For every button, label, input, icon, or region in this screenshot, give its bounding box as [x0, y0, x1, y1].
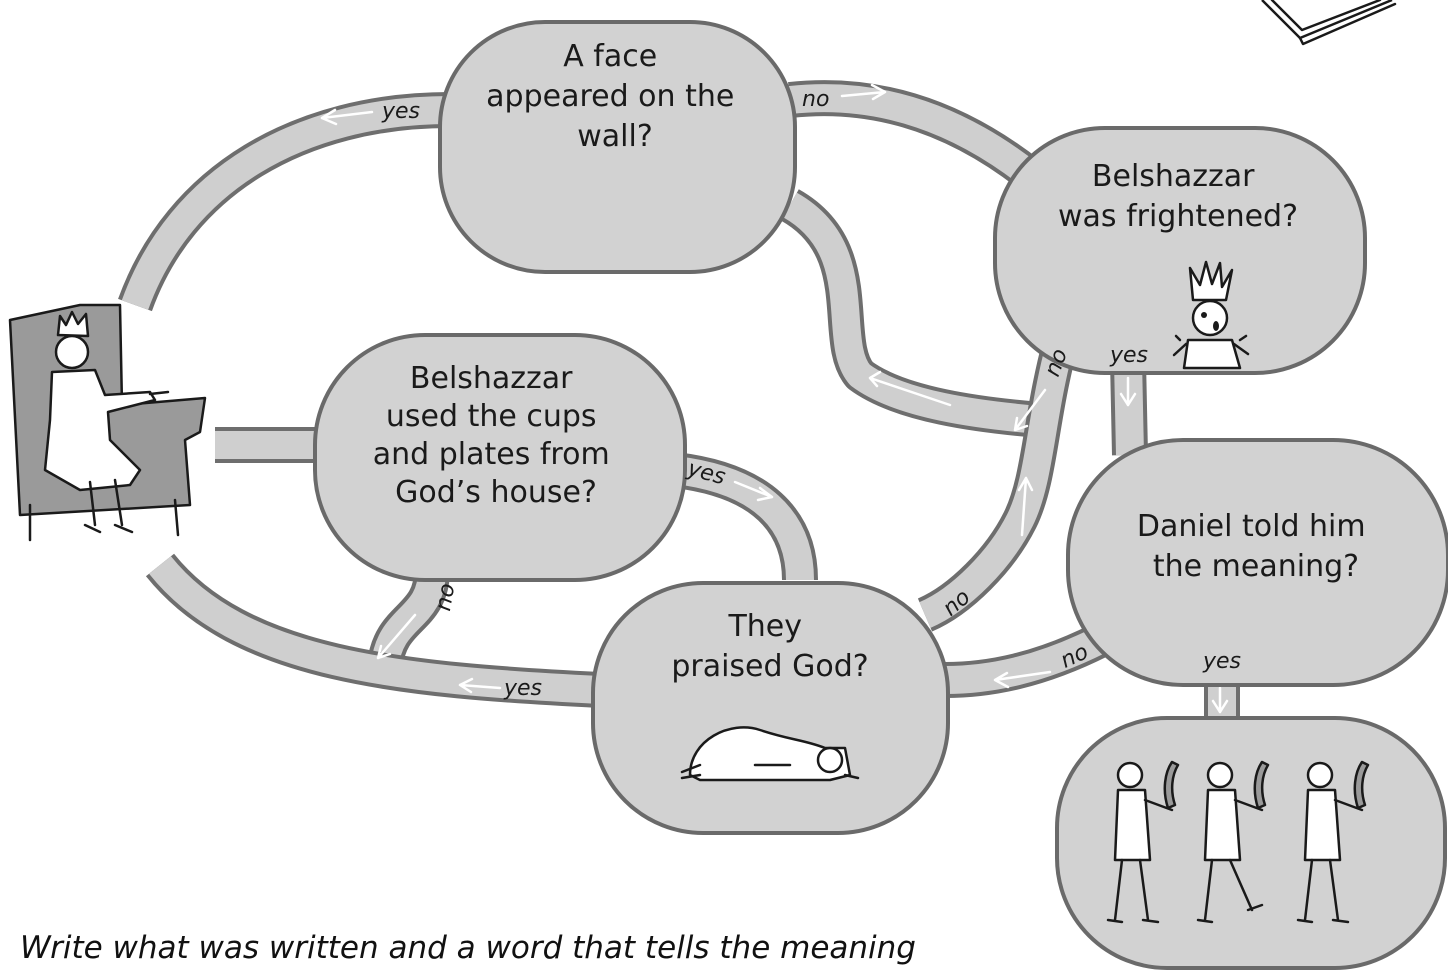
arrow-praised-yes [458, 677, 502, 694]
road-face-to-frightened [788, 80, 1042, 190]
praised-question: They praised God? [671, 609, 868, 684]
label-face-yes: yes [381, 99, 420, 124]
arrow-cups-no [376, 613, 417, 660]
book-corner-icon [1261, 0, 1397, 46]
arrow-daniel-yes [1211, 686, 1229, 714]
road-frightened-to-junction [917, 340, 1078, 632]
arrow-face-yes [320, 108, 374, 126]
soldiers-with-torches-icon [1106, 760, 1370, 924]
arrow-cups-yes [733, 480, 774, 502]
arrow-up-junction [1017, 476, 1034, 537]
arrow-face-no [840, 83, 887, 101]
road-network [118, 80, 1240, 730]
label-daniel-yes: yes [1202, 649, 1241, 674]
node-belshazzar-frightened [993, 126, 1367, 375]
face-question: A face appeared on the wall? [486, 39, 744, 154]
soldier-3 [1296, 760, 1370, 924]
node-daniel-meaning [1066, 438, 1448, 687]
arrow-daniel-no [993, 670, 1052, 689]
node-cups-and-plates [313, 333, 687, 582]
arrow-frightened-yes [1119, 376, 1137, 407]
road-face-to-king [118, 92, 451, 312]
road-face-to-junction [780, 189, 1042, 438]
label-face-no: no [802, 87, 829, 112]
king-on-throne-icon [8, 303, 207, 542]
label-frightened-yes: yes [1109, 343, 1148, 368]
soldier-1 [1106, 760, 1180, 924]
road-frightened-to-daniel [1110, 359, 1148, 456]
label-cups-no: no [431, 582, 460, 613]
node-praised-god [591, 581, 950, 835]
cups-question: Belshazzar used the cups and plates from… [373, 361, 620, 510]
node-face-on-wall [438, 20, 797, 274]
direction-arrows [320, 83, 1229, 714]
road-cups-to-bottom [367, 568, 450, 668]
frightened-king-icon [1172, 260, 1250, 370]
node-soldiers [1055, 716, 1447, 970]
instruction-text: Write what was written and a word that t… [20, 930, 916, 966]
road-praised-to-king [145, 553, 601, 708]
daniel-question: Daniel told him the meaning? [1137, 509, 1375, 584]
arrow-junction-left [868, 370, 952, 407]
road-cups-to-praised [672, 452, 818, 581]
arrow-frightened-no [1013, 388, 1047, 432]
bowing-person-icon [680, 726, 860, 782]
frightened-question: Belshazzar was frightened? [1058, 159, 1298, 234]
soldier-2 [1196, 760, 1270, 924]
road-daniel-to-praised [944, 623, 1109, 698]
label-praised-yes: yes [503, 676, 542, 701]
